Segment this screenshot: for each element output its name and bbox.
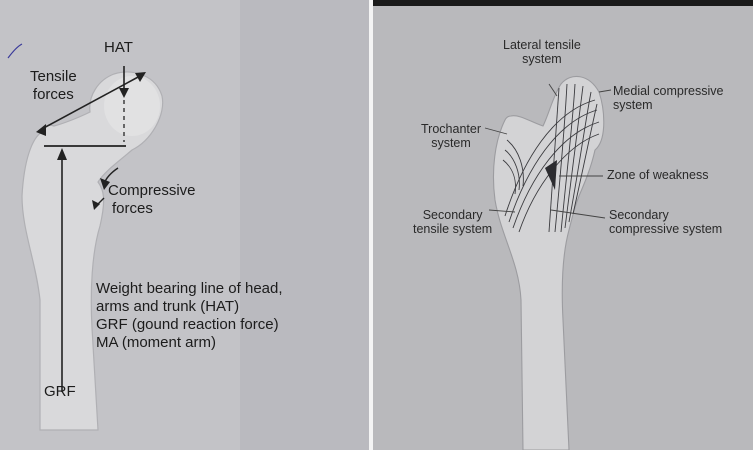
legend-line: GRF (gound reaction force) (96, 316, 283, 334)
tensile-forces-label: Tensile forces (30, 68, 77, 104)
legend-line: arms and trunk (HAT) (96, 298, 283, 316)
panel-divider (369, 0, 373, 450)
trochanter-label: Trochanter system (421, 122, 481, 150)
hat-label: HAT (104, 40, 133, 57)
secondary-compressive-label: Secondary compressive system (609, 208, 722, 236)
legend: Weight bearing line of head, arms and tr… (96, 280, 283, 352)
medial-compressive-label: Medial compressive system (613, 84, 723, 112)
lateral-tensile-label: Lateral tensile system (503, 38, 581, 66)
grf-label: GRF (44, 384, 76, 401)
forces-diagram-panel: HAT Tensile forces Compressive forces GR… (0, 0, 369, 450)
legend-line: MA (moment arm) (96, 334, 283, 352)
secondary-tensile-label: Secondary tensile system (413, 208, 492, 236)
compressive-forces-label: Compressive forces (108, 182, 196, 218)
trabecular-systems-panel: Lateral tensile system Medial compressiv… (373, 0, 753, 450)
legend-line: Weight bearing line of head, (96, 280, 283, 298)
zone-of-weakness-label: Zone of weakness (607, 168, 708, 182)
